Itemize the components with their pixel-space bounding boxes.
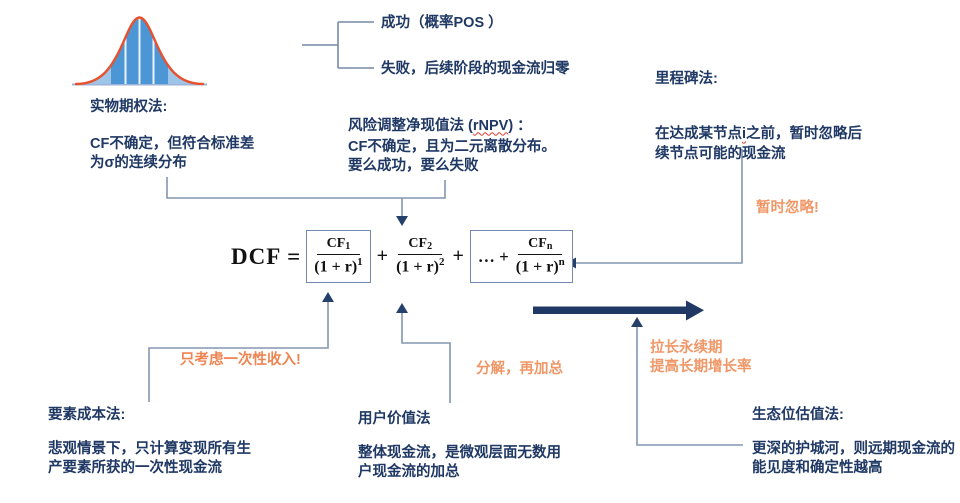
t3-num-base: CF bbox=[528, 236, 547, 251]
factor-cost-title: 要素成本法: bbox=[48, 407, 126, 423]
rnpv-title-suffix: ) ： bbox=[508, 118, 532, 135]
niche-title: 生态位估值法: bbox=[752, 407, 844, 423]
dcf-formula: DCF = CF1 (1 + r)1 + CF2 (1 + r)2 + … + … bbox=[231, 230, 573, 283]
formula-term1-fraction: CF1 (1 + r)1 bbox=[312, 236, 364, 277]
real-option-title: 实物期权法: bbox=[90, 99, 168, 115]
t3-num-sub: n bbox=[546, 241, 553, 252]
connector-factor-cost-to-formula bbox=[148, 292, 334, 402]
real-option-body: CF不确定，但符合标准差 为σ的连续分布 bbox=[90, 136, 255, 172]
decision-tree-branches bbox=[302, 21, 374, 69]
t2-num-sub: 2 bbox=[427, 241, 433, 252]
rnpv-title: 风险调整净现值法 (rNPV) ： bbox=[348, 98, 532, 137]
tree-label-failure: 失败，后续阶段的现金流归零 bbox=[381, 61, 570, 77]
user-value-body: 整体现金流，是微观层面无数用 户现金流的加总 bbox=[358, 445, 561, 481]
thick-right-arrow bbox=[533, 300, 704, 321]
connector-top-methods-to-formula bbox=[166, 177, 446, 226]
t1-num-sub: 1 bbox=[345, 241, 351, 252]
formula-term1-numerator: CF1 bbox=[316, 236, 361, 255]
annotation-one-time-income: 只考虑一次性收入! bbox=[180, 352, 301, 368]
tree-label-success: 成功（概率POS ） bbox=[381, 15, 503, 31]
t1-num-base: CF bbox=[326, 236, 346, 251]
formula-term2-numerator: CF2 bbox=[398, 236, 443, 255]
formula-term3-denominator: (1 + r)n bbox=[514, 255, 567, 277]
connector-user-value-to-formula bbox=[396, 303, 451, 403]
formula-term2-denominator: (1 + r)2 bbox=[394, 255, 446, 277]
formula-term2-fraction: CF2 (1 + r)2 bbox=[394, 236, 446, 277]
t1-den-base: (1 + r) bbox=[314, 258, 358, 276]
t2-num-base: CF bbox=[408, 236, 428, 251]
rnpv-term: rNPV bbox=[472, 118, 509, 135]
t2-den-base: (1 + r) bbox=[396, 258, 439, 276]
formula-plus-1: + bbox=[376, 245, 389, 267]
milestone-body: 在达成某节点i之前，暂时忽略后 续节点可能的现金流 bbox=[655, 106, 900, 164]
annotation-decompose-sum: 分解，再加总 bbox=[476, 361, 563, 377]
annotation-extend-perpetuity: 拉长永续期 提高长期增长率 bbox=[650, 340, 752, 376]
annotation-temporarily-ignore: 暂时忽略! bbox=[756, 200, 819, 216]
milestone-body-suffix: 之前，暂时忽略后 续节点可能的现金流 bbox=[655, 126, 863, 162]
formula-lhs: DCF = bbox=[231, 243, 302, 269]
milestone-title: 里程碑法: bbox=[655, 71, 718, 87]
t1-den-exp: 1 bbox=[357, 255, 363, 268]
connector-niche-to-arrow bbox=[631, 317, 743, 446]
rnpv-title-prefix: 风险调整净现值法 ( bbox=[348, 118, 473, 135]
formula-plus-2: + bbox=[452, 245, 464, 267]
milestone-body-prefix: 在达成某节点 bbox=[655, 126, 742, 143]
factor-cost-body: 悲观情景下，只计算变现所有生 产要素所获的一次性现金流 bbox=[48, 441, 251, 477]
t2-den-exp: 2 bbox=[438, 255, 445, 268]
niche-body: 更深的护城河，则远期现金流的 能见度和确定性越高 bbox=[752, 441, 955, 477]
t3-den-base: (1 + r) bbox=[515, 258, 559, 276]
connector-milestone-to-formula bbox=[566, 149, 743, 269]
t3-den-exp: n bbox=[558, 255, 565, 268]
formula-term3-numerator: CFn bbox=[518, 236, 563, 255]
formula-term1-box: CF1 (1 + r)1 bbox=[306, 230, 371, 283]
rnpv-body: CF不确定，且为二元离散分布。 要么成功，要么失败 bbox=[348, 139, 556, 175]
formula-ellipsis: … + bbox=[477, 246, 509, 266]
milestone-node-term: i bbox=[742, 126, 747, 143]
formula-term3-fraction: CFn (1 + r)n bbox=[514, 236, 567, 277]
normal-distribution-icon bbox=[72, 16, 207, 86]
formula-term1-denominator: (1 + r)1 bbox=[312, 255, 364, 277]
formula-term3-box: … + CFn (1 + r)n bbox=[469, 230, 573, 283]
user-value-title: 用户价值法 bbox=[358, 411, 431, 427]
